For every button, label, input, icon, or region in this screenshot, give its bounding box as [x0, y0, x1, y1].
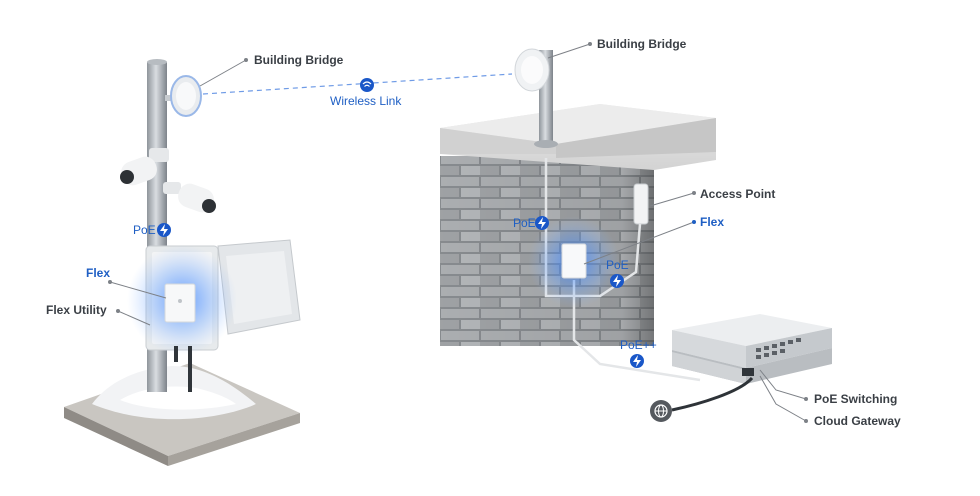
wireless-link-line	[202, 73, 513, 95]
access-point-device	[633, 183, 649, 225]
label-access-point: Access Point	[700, 187, 776, 201]
label-building-bridge-left: Building Bridge	[254, 53, 344, 67]
label-flex-utility: Flex Utility	[46, 303, 107, 317]
left-building-bridge-device	[170, 75, 202, 117]
label-wireless-link: Wireless Link	[330, 94, 402, 108]
label-poe-switching: PoE Switching	[814, 392, 898, 406]
label-poe-pole: PoE	[133, 223, 156, 237]
poe-switch-and-gateway	[671, 314, 832, 412]
label-poe-device: PoE	[606, 258, 629, 272]
flex-utility-enclosure	[127, 239, 301, 392]
bolt-icon	[535, 216, 549, 230]
camera-upper	[120, 148, 169, 186]
label-flex-right: Flex	[700, 215, 725, 229]
label-building-bridge-right: Building Bridge	[597, 37, 687, 51]
bolt-icon	[630, 354, 644, 368]
label-poe-plus: PoE++	[620, 338, 657, 352]
wifi-icon	[360, 78, 374, 92]
label-flex-left: Flex	[86, 266, 111, 280]
bolt-icon	[610, 274, 624, 288]
label-cloud-gateway: Cloud Gateway	[814, 414, 901, 428]
snow-ground	[64, 363, 300, 466]
bolt-icon	[157, 223, 171, 237]
label-poe-wall: PoE	[513, 216, 536, 230]
right-building-bridge-device	[514, 48, 550, 92]
globe-icon	[650, 400, 672, 422]
flex-wall-device	[561, 243, 587, 279]
camera-lower	[163, 182, 216, 213]
leader-lines	[109, 43, 807, 422]
